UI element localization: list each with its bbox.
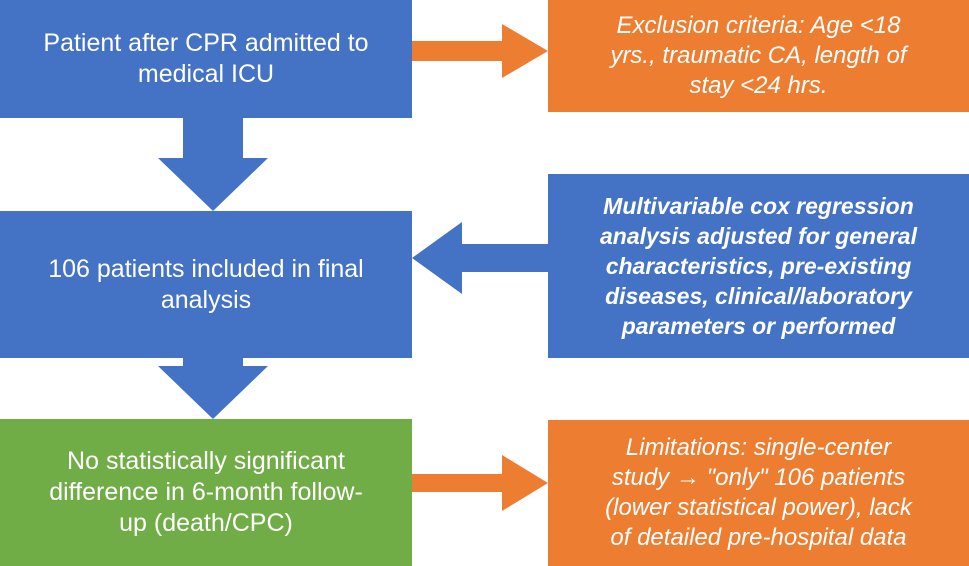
arrow-result-to-limitations — [412, 455, 548, 511]
limitations-line: study → "only" 106 patients — [611, 464, 906, 491]
arrow-admission-to-included — [158, 118, 268, 211]
arrow-included-to-result — [158, 358, 268, 419]
limitations-box: Limitations: single-center study → "only… — [548, 420, 969, 566]
analysis-box: Multivariable cox regression analysis ad… — [548, 174, 969, 358]
arrow-result-to-limitations-shape — [412, 455, 548, 511]
arrow-admission-to-exclusion-shape — [412, 24, 548, 78]
limitations-line: Limitations: single-center — [625, 434, 892, 461]
result-line: No statistically significant — [67, 447, 345, 475]
exclusion-line: yrs., traumatic CA, length of — [610, 42, 907, 69]
analysis-line: diseases, clinical/laboratory — [605, 283, 912, 309]
limitations-text: Limitations: single-center study → "only… — [605, 433, 912, 553]
arrow-analysis-to-included-shape — [412, 222, 548, 294]
limitations-line: (lower statistical power), lack — [605, 494, 912, 521]
admission-box: Patient after CPR admitted to medical IC… — [0, 0, 412, 118]
included-text: 106 patients included in final analysis — [48, 254, 364, 316]
result-text: No statistically significant difference … — [49, 446, 363, 539]
analysis-line: Multivariable cox regression — [603, 193, 914, 219]
analysis-line: characteristics, pre-existing — [605, 253, 912, 279]
analysis-text: Multivariable cox regression analysis ad… — [600, 191, 917, 341]
result-line: difference in 6-month follow- — [49, 478, 363, 506]
exclusion-line: stay <24 hrs. — [689, 72, 828, 99]
admission-text: Patient after CPR admitted to medical IC… — [43, 28, 368, 90]
admission-line: medical ICU — [137, 60, 275, 88]
arrow-analysis-to-included — [412, 222, 548, 294]
included-box: 106 patients included in final analysis — [0, 211, 412, 358]
analysis-line: parameters or performed — [621, 313, 896, 339]
result-box: No statistically significant difference … — [0, 419, 412, 566]
admission-line: Patient after CPR admitted to — [43, 29, 369, 57]
result-line: up (death/CPC) — [119, 509, 293, 537]
arrow-included-to-result-shape — [158, 358, 268, 419]
included-line: analysis — [160, 285, 252, 314]
arrow-admission-to-exclusion — [412, 24, 548, 78]
exclusion-line: Exclusion criteria: Age <18 — [616, 12, 901, 39]
analysis-line: analysis adjusted for general — [599, 223, 917, 249]
limitations-line: of detailed pre-hospital data — [610, 524, 907, 551]
exclusion-box: Exclusion criteria: Age <18 yrs., trauma… — [548, 0, 969, 112]
included-line: 106 patients included in final — [48, 254, 364, 283]
exclusion-text: Exclusion criteria: Age <18 yrs., trauma… — [610, 11, 906, 101]
arrow-admission-to-included-shape — [158, 118, 268, 211]
